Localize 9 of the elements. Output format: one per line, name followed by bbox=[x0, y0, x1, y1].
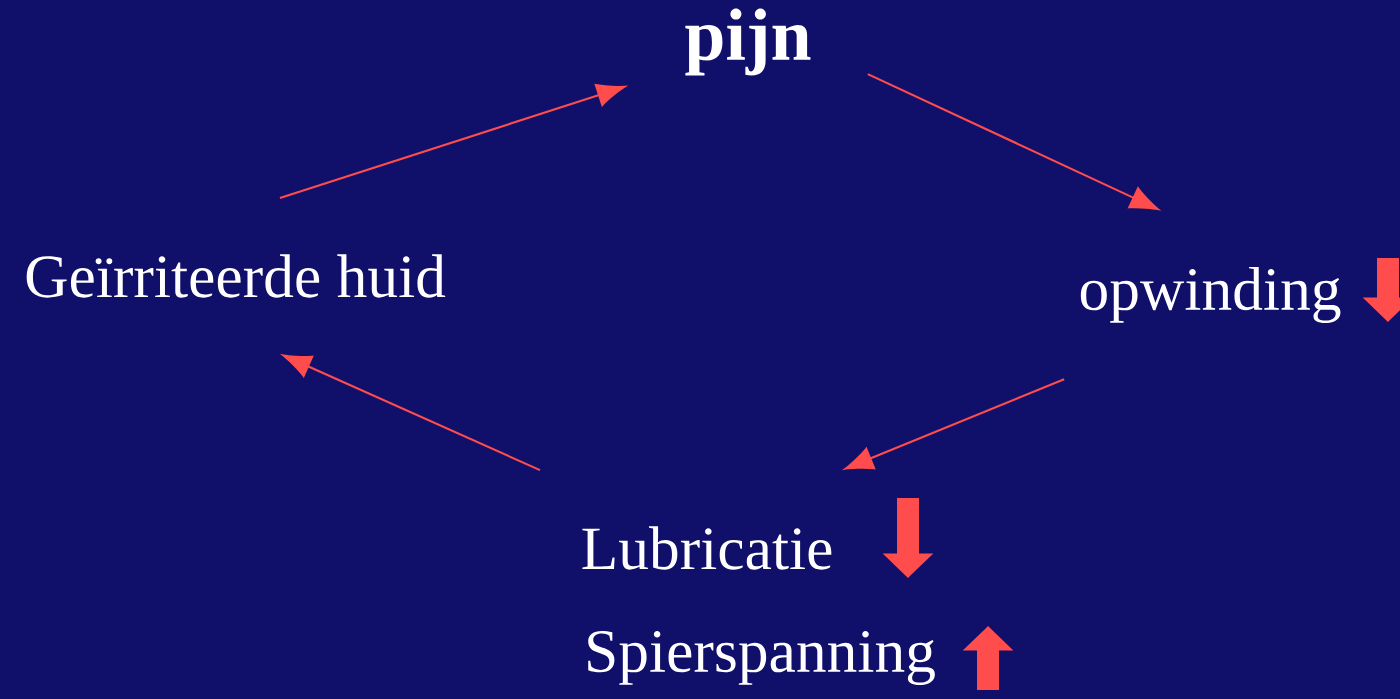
arrow bbox=[279, 84, 626, 200]
arrow bbox=[844, 378, 1065, 470]
label: Spierspanning bbox=[588, 630, 935, 685]
node-label: pijn bbox=[685, 8, 811, 76]
node-label: Lubricatie bbox=[582, 526, 832, 570]
arrow bbox=[282, 354, 541, 472]
node-label: opwinding bbox=[1080, 267, 1341, 323]
node-label: Geïrriteerde huid bbox=[26, 254, 446, 298]
arrow bbox=[867, 73, 1159, 211]
